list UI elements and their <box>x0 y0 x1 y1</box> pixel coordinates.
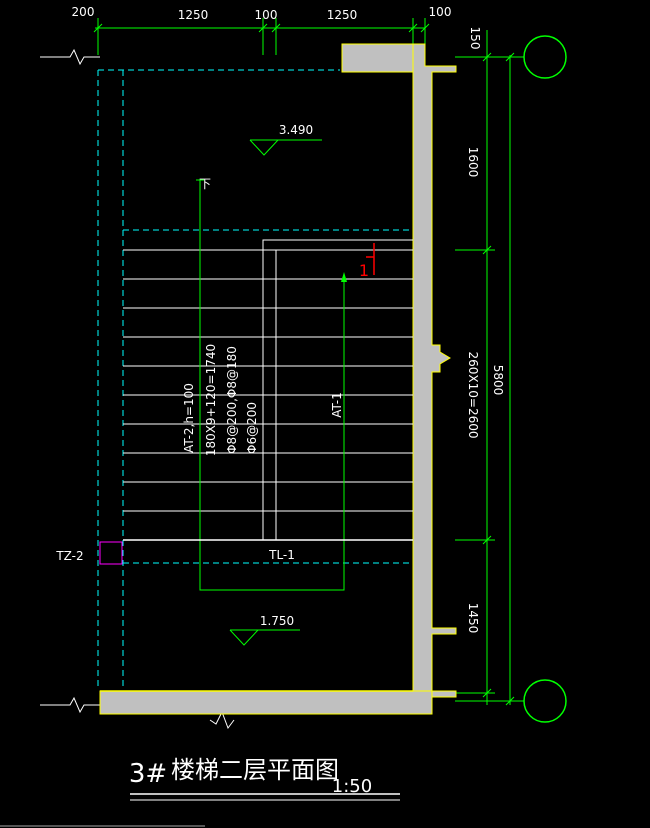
dim-top-200: 200 <box>72 5 95 19</box>
break-line-top-left <box>40 48 100 66</box>
drawing-title: 楼梯二层平面图 <box>171 756 339 784</box>
spec-line-3: Φ8@200,Φ8@180 <box>225 346 239 454</box>
column-tz2-marker <box>99 541 123 565</box>
grid-bubble-bottom <box>523 679 567 723</box>
grid-bubble-top <box>523 35 567 79</box>
section-mark-label: 1 <box>359 261 369 280</box>
elevation-marker-upper <box>249 139 322 156</box>
stair-treads <box>123 249 413 541</box>
down-label: 下 <box>199 177 211 191</box>
top-dimension-chain <box>93 18 430 55</box>
section-mark-1 <box>366 243 375 275</box>
dim-right-1450: 1450 <box>466 603 480 634</box>
spec-line-1: AT-2,h=100 <box>182 383 196 453</box>
dim-right-150: 150 <box>468 27 482 50</box>
up-flight-label: AT-1 <box>330 392 344 417</box>
up-arrow-icon <box>341 272 347 282</box>
dim-top-100-mid: 100 <box>255 8 278 22</box>
wall-bottom <box>99 690 433 715</box>
drawing-scale: 1:50 <box>332 776 372 797</box>
dim-top-1250-left: 1250 <box>178 8 209 22</box>
spec-line-4: Φ6@200 <box>245 402 259 454</box>
wall-right <box>412 43 457 715</box>
wall-outline <box>99 43 457 715</box>
stair-spec-text: AT-2,h=100 180X9+120=1740 Φ8@200,Φ8@180 … <box>182 344 259 456</box>
dim-right-1600: 1600 <box>466 147 480 178</box>
hidden-lines <box>97 69 413 690</box>
dim-right-5800: 5800 <box>491 365 505 396</box>
dim-top-100-right: 100 <box>429 5 452 19</box>
dim-right-2600: 260X10=2600 <box>466 352 480 439</box>
elevation-upper-label: 3.490 <box>279 123 313 137</box>
title-number: 3# <box>129 759 167 789</box>
stair-railing <box>262 239 413 540</box>
beam-tl1-label: TL-1 <box>268 548 295 562</box>
column-tz2-label: TZ-2 <box>55 549 83 563</box>
dim-top-1250-right: 1250 <box>327 8 358 22</box>
break-line-bottom-left <box>40 696 100 714</box>
right-dimension-chain <box>455 30 515 706</box>
spec-line-2: 180X9+120=1740 <box>204 344 218 456</box>
elevation-lower-label: 1.750 <box>260 614 294 628</box>
elevation-marker-lower <box>229 629 300 646</box>
wall-top-stub <box>341 43 415 73</box>
walking-line-down <box>196 179 345 591</box>
